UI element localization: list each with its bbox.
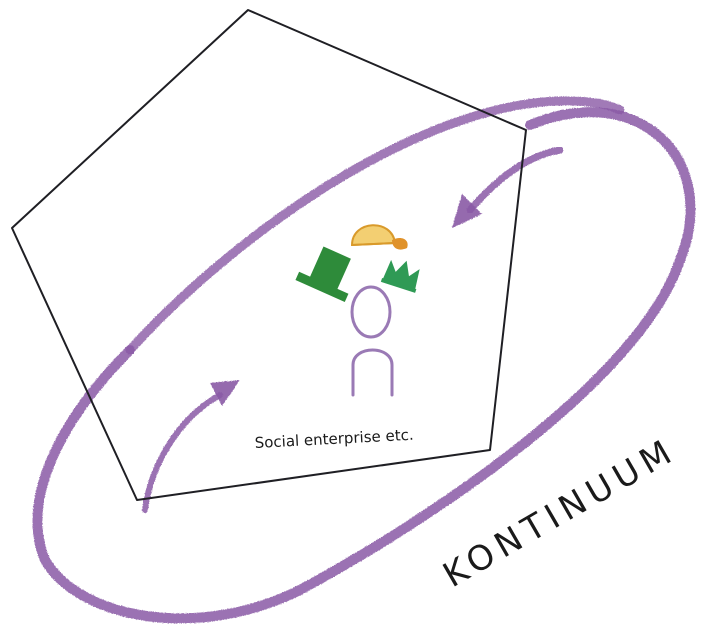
cap-icon xyxy=(352,225,408,249)
ring-label: KONTINUUM xyxy=(437,430,684,596)
arrowhead-left xyxy=(210,380,240,406)
top-hat-icon xyxy=(295,242,361,302)
person-head-icon xyxy=(352,287,390,337)
continuum-ring xyxy=(38,112,691,618)
pentagon-frame xyxy=(12,10,526,500)
center-label: Social enterprise etc. xyxy=(254,426,414,452)
person-body-icon xyxy=(353,350,392,395)
arrow-right-arc xyxy=(470,150,560,210)
crown-icon xyxy=(381,255,423,291)
